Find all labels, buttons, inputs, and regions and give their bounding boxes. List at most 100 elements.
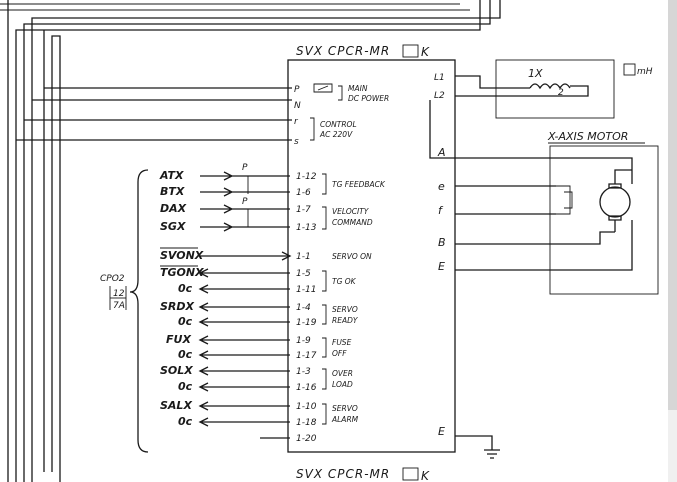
signal-name: ATX [159, 169, 184, 182]
signal-row: SRDX 1-4 [160, 300, 311, 313]
signal-row: 1-20 [260, 434, 317, 444]
group-label: OVER [332, 369, 353, 378]
inductor-unit: mH [637, 67, 653, 77]
signal-row: 0c 1-19 [178, 315, 317, 328]
signal-name: DAX [160, 202, 187, 215]
signal-pin: 1-12 [296, 172, 317, 182]
signal-name: 0c [178, 315, 193, 328]
signal-pin: 1-4 [296, 303, 311, 313]
signal-pin: 1-10 [296, 402, 317, 412]
signal-pin: 1-19 [296, 318, 317, 328]
group-label2: OFF [332, 349, 347, 358]
inductor-pin: 2 [558, 88, 564, 98]
signal-wire [198, 366, 290, 376]
frame-wire-6 [51, 35, 61, 482]
group-label2: ALARM [331, 415, 359, 424]
signal-wire [198, 401, 290, 411]
motor-brush-top [608, 183, 622, 189]
inductor-label: 1X [528, 67, 543, 80]
signal-row: ATX 1-12 [159, 169, 317, 182]
terminal-a: A [437, 146, 446, 159]
frame-wires [0, 0, 501, 482]
cpo2-brace [129, 169, 149, 453]
signal-wire [198, 268, 290, 278]
frame-wire-2 [15, 0, 481, 482]
scrollbar-track-end [668, 410, 677, 482]
control-power-label: CONTROL [320, 120, 357, 129]
signal-name: FUX [166, 333, 191, 346]
group-label: FUSE [332, 338, 352, 347]
inductor-coil [529, 83, 571, 90]
motor-brush-bottom [608, 215, 622, 221]
signal-name: SVONX [160, 249, 204, 262]
group-label: TG FEEDBACK [332, 180, 386, 189]
signal-wire [198, 335, 290, 345]
signal-wire [200, 204, 290, 214]
signal-wire [198, 317, 290, 327]
frame-wire-4 [31, 0, 501, 482]
signal-row: 0c 1-16 [178, 380, 317, 393]
signal-row: SOLX 1-3 [160, 364, 311, 377]
group-label2: COMMAND [332, 218, 373, 227]
signal-row: SVONX 1-1 [160, 247, 311, 262]
signal-row: DAX 1-7 [160, 202, 311, 215]
signal-group-labels: TG FEEDBACK VELOCITY COMMAND SERVO ON TG… [322, 173, 386, 425]
inductor-wire-l2 [455, 85, 589, 97]
inductor-wire-l1 [455, 75, 530, 89]
motor-label: X-AXIS MOTOR [547, 130, 628, 143]
signal-pin: 1-9 [296, 336, 311, 346]
signal-row: FUX 1-9 [166, 333, 311, 346]
signal-pin: 1-7 [296, 205, 311, 215]
signal-pin: 1-16 [296, 383, 317, 393]
signal-pin: 1-17 [296, 351, 317, 361]
signal-rows: ATX 1-12 BTX 1-6 DAX 1-7 SGX 1-13 SVONX … [159, 169, 317, 444]
title-box-bottom [402, 467, 419, 481]
signal-row: 0c 1-11 [178, 282, 316, 295]
signal-name: SOLX [160, 364, 193, 377]
group-label2: LOAD [332, 380, 353, 389]
inductor-unit-box [623, 63, 636, 76]
motor-box [549, 145, 659, 295]
signal-wire [198, 284, 290, 294]
signal-row: TGONX 1-5 [160, 265, 311, 279]
main-power-resistor [313, 83, 333, 93]
group-label: VELOCITY [332, 207, 370, 216]
title-suffix-bottom: K [421, 469, 430, 482]
group-label2: READY [332, 316, 359, 325]
group-label: TG OK [332, 277, 357, 286]
signal-pin: 1-3 [296, 367, 311, 377]
group-label: SERVO [332, 404, 358, 413]
signal-pin: 1-20 [296, 434, 317, 444]
terminal-e-upper: E [438, 260, 445, 273]
signal-wire [200, 187, 290, 197]
signal-wire [200, 251, 292, 261]
group-label: SERVO ON [332, 252, 372, 261]
group-bracket-velocity [322, 206, 327, 230]
signal-row: 0c 1-17 [178, 348, 317, 361]
main-power-label2: DC POWER [348, 94, 389, 103]
signal-row: 0c 1-18 [178, 415, 317, 428]
vertical-scrollbar[interactable] [668, 0, 677, 410]
terminal-l2: L2 [434, 91, 445, 101]
motor-feedback-connector [556, 185, 573, 215]
signal-row: BTX 1-6 [160, 185, 311, 198]
group-bracket-over-load [322, 368, 327, 390]
cpo2-label: CPO2 [100, 274, 125, 284]
diagram-title: SVX CPCR-MR [296, 44, 390, 58]
main-power-bracket [338, 85, 343, 101]
cpo2-code-top: 12 [113, 289, 125, 299]
motor-wire-top [614, 169, 632, 184]
signal-name: 0c [178, 282, 193, 295]
group-bracket-fuse-off [322, 337, 327, 358]
motor-wire-a [429, 100, 633, 184]
motor-wire-e-upper [455, 220, 633, 271]
signal-pin: 1-1 [296, 252, 311, 262]
signal-name: SGX [160, 220, 186, 233]
signal-name: SALX [160, 399, 192, 412]
signal-name: 0c [178, 380, 193, 393]
terminal-p: P [294, 85, 300, 95]
terminal-s: s [294, 137, 299, 147]
diagram-title-bottom: SVX CPCR-MR [296, 467, 390, 481]
title-suffix: K [421, 45, 430, 59]
p-mark-2: P [242, 197, 248, 207]
